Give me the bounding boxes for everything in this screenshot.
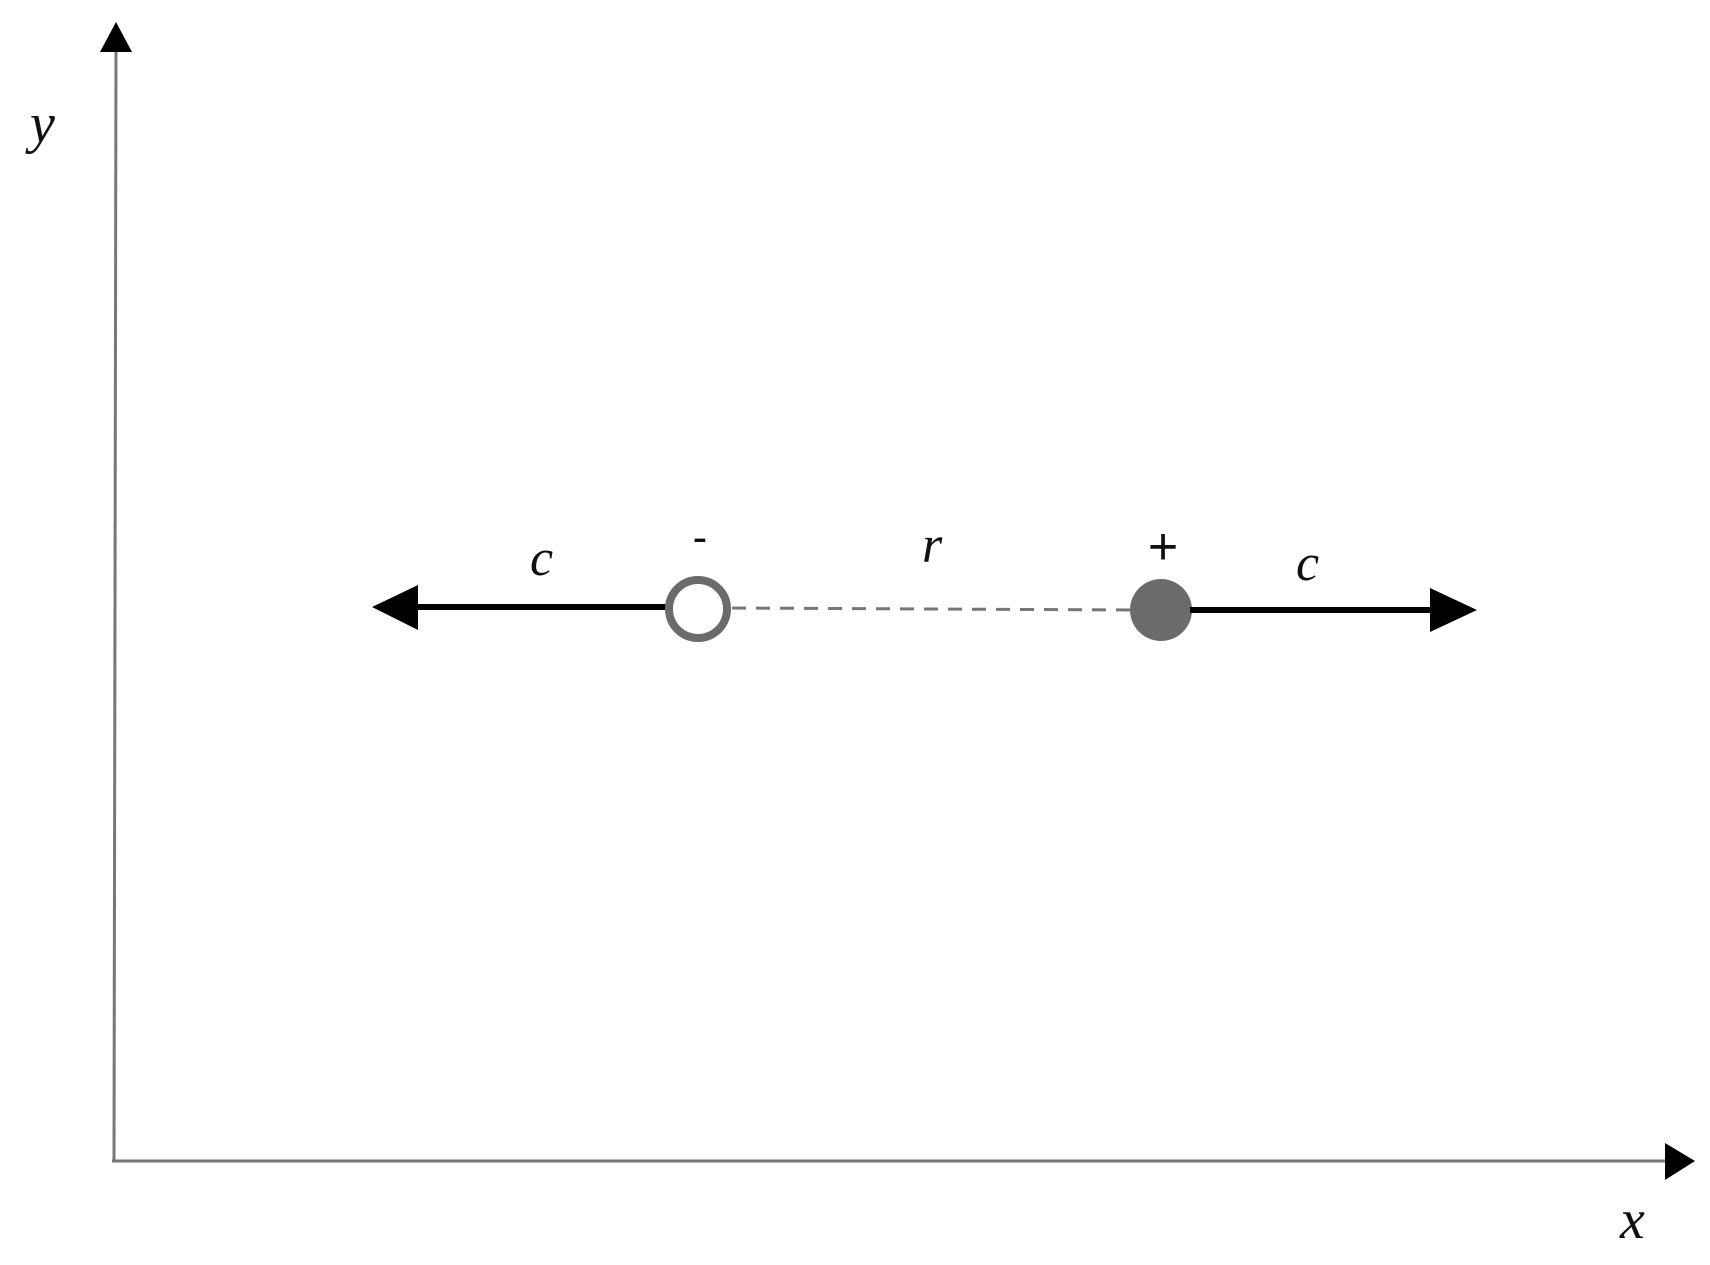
separation-dashed-line — [731, 606, 1133, 612]
right-velocity-label: c — [1296, 535, 1319, 592]
left-velocity-arrow — [372, 585, 668, 630]
x-axis-label: x — [1619, 1189, 1645, 1251]
positive-charge-icon — [1130, 579, 1192, 641]
separation-label: r — [922, 517, 943, 574]
negative-charge-icon — [665, 576, 731, 642]
x-axis-arrow-icon — [1665, 1143, 1695, 1180]
x-axis — [112, 1143, 1695, 1180]
right-arrowhead-icon — [1430, 588, 1477, 632]
left-arrowhead-icon — [372, 585, 418, 630]
y-axis-label: y — [25, 93, 55, 155]
right-velocity-arrow — [1190, 588, 1477, 632]
positive-sign: + — [1148, 518, 1178, 576]
negative-sign: - — [693, 513, 708, 562]
y-axis — [100, 22, 132, 1162]
left-velocity-label: c — [530, 530, 553, 587]
y-axis-arrow-icon — [100, 22, 132, 52]
